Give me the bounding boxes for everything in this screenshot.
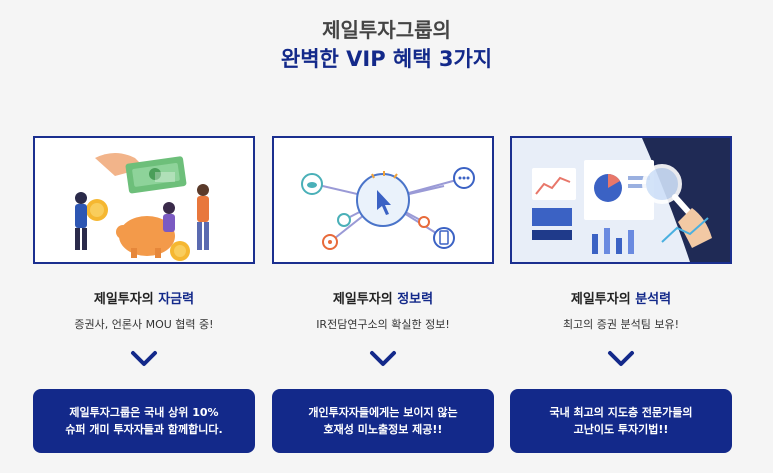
benefit-description-box: 개인투자자들에게는 보이지 않는 호재성 미노출정보 제공!!	[272, 389, 494, 453]
card-title-prefix: 제일투자의	[332, 292, 398, 307]
card-title-prefix: 제일투자의	[570, 292, 636, 307]
benefit-card-funding: 제일투자의 자금력 증권사, 언론사 MOU 협력 중! 제일투자그룹은 국내 …	[33, 136, 255, 453]
heading-line1: 제일투자그룹의	[322, 18, 451, 42]
card-title-prefix: 제일투자의	[93, 292, 159, 307]
money-piggy-bank-icon	[35, 138, 253, 262]
data-analysis-icon	[512, 138, 730, 262]
benefit-card-analysis: 제일투자의 분석력 최고의 증권 분석팀 보유! 국내 최고의 지도층 전문가들…	[510, 136, 732, 453]
benefit-description-box: 제일투자그룹은 국내 상위 10% 슈퍼 개미 투자자들과 함께합니다.	[33, 389, 255, 453]
card-title: 제일투자의 분석력	[510, 291, 732, 309]
card-title: 제일투자의 정보력	[272, 291, 494, 309]
card-subtitle: IR전담연구소의 확실한 정보!	[316, 318, 450, 331]
box-line2: 호재성 미노출정보 제공!!	[323, 423, 443, 436]
card-subtitle: 증권사, 언론사 MOU 협력 중!	[74, 318, 214, 331]
card-title-highlight: 자금력	[158, 292, 195, 307]
card-title: 제일투자의 자금력	[33, 291, 255, 309]
box-line1: 제일투자그룹은 국내 상위 10%	[69, 406, 219, 419]
page-heading: 제일투자그룹의 완벽한 VIP 혜택 3가지	[0, 16, 773, 74]
analysis-illustration	[510, 136, 732, 264]
card-title-highlight: 분석력	[635, 292, 672, 307]
box-line2: 고난이도 투자기법!!	[573, 423, 669, 436]
card-subtitle: 최고의 증권 분석팀 보유!	[562, 318, 680, 331]
chevron-down-icon	[370, 351, 396, 366]
box-line2: 슈퍼 개미 투자자들과 함께합니다.	[65, 423, 223, 436]
network-illustration	[272, 136, 494, 264]
benefit-description-box: 국내 최고의 지도층 전문가들의 고난이도 투자기법!!	[510, 389, 732, 453]
money-illustration	[33, 136, 255, 264]
card-title-highlight: 정보력	[397, 292, 434, 307]
benefit-card-information: 제일투자의 정보력 IR전담연구소의 확실한 정보! 개인투자자들에게는 보이지…	[272, 136, 494, 453]
information-network-icon	[274, 138, 492, 262]
box-line1: 개인투자자들에게는 보이지 않는	[308, 406, 458, 419]
chevron-down-icon	[608, 351, 634, 366]
chevron-down-icon	[131, 351, 157, 366]
box-line1: 국내 최고의 지도층 전문가들의	[549, 406, 693, 419]
heading-line2: 완벽한 VIP 혜택 3가지	[280, 47, 493, 71]
